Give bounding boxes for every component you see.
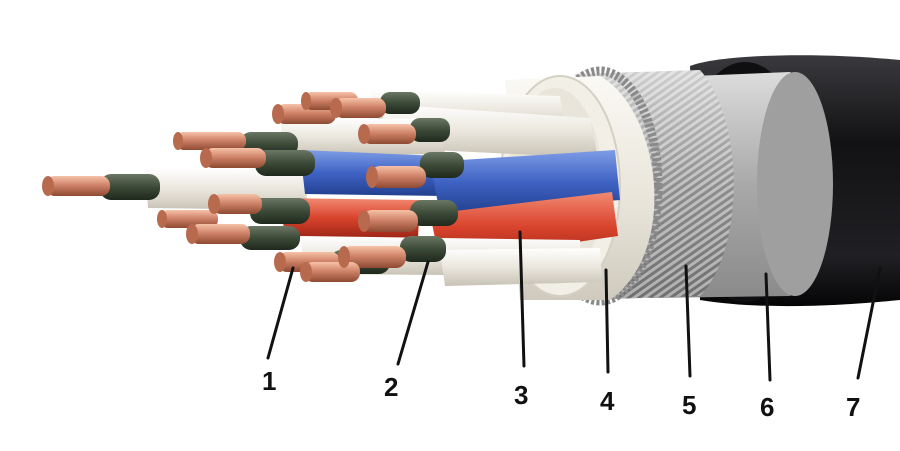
leader-line-1	[266, 266, 295, 360]
leader-line-7	[856, 266, 882, 380]
callout-3: 3	[514, 380, 529, 410]
leader-line-5	[684, 264, 692, 378]
callout-2: 2	[384, 372, 399, 402]
callout-1: 1	[262, 366, 277, 396]
callout-6: 6	[760, 392, 775, 422]
leader-line-3	[518, 230, 526, 368]
callout-4: 4	[600, 386, 615, 416]
copper-conductors	[42, 92, 426, 282]
callout-5: 5	[682, 390, 697, 420]
leader-line-6	[764, 272, 772, 382]
leader-line-4	[604, 268, 610, 374]
callout-7: 7	[846, 392, 861, 422]
leader-lines	[266, 230, 882, 382]
leader-line-2	[396, 260, 430, 366]
